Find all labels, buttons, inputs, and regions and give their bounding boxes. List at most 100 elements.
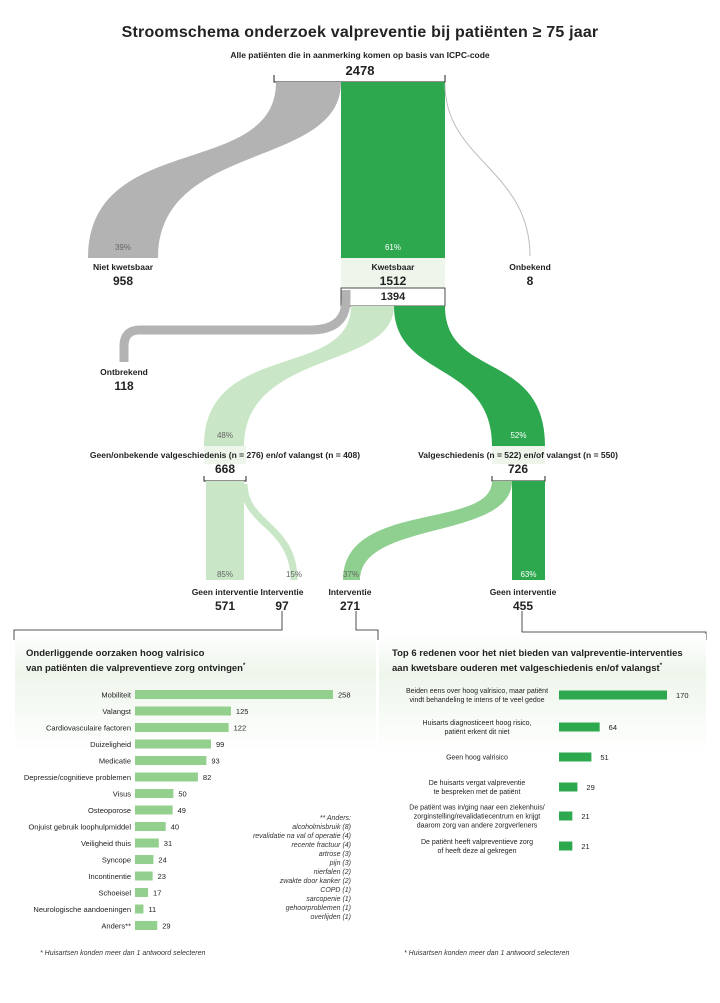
left-footnote: * Huisartsen konden meer dan 1 antwoord … [40, 950, 206, 957]
node-ontbrekend-value: 118 [114, 379, 134, 393]
other-item: COPD (1) [320, 887, 351, 894]
right-bar [559, 690, 667, 700]
left-panel-title-mark: * [242, 663, 246, 669]
left-bar-label: Cardiovasculaire factoren [46, 724, 131, 733]
flow-ontbrekend [119, 290, 351, 362]
left-panel-title-line1: Onderliggende oorzaken hoog valrisico [26, 648, 205, 659]
left-bar-label: Medicatie [99, 757, 131, 766]
pct-kwetsbaar: 61% [384, 243, 401, 252]
node-ontbrekend-label: Ontbrekend [100, 367, 148, 377]
node-geen-interventie-2-label: Geen interventie [489, 587, 557, 597]
node-interventie-1-value: 97 [275, 599, 289, 613]
leader-right [521, 611, 707, 640]
left-bar-value: 49 [178, 806, 186, 815]
pct-interventie-2: 37% [342, 570, 359, 579]
right-bar-label: Huisarts diagnosticeert hoog risico,pati… [423, 720, 532, 736]
node-interventie-2-label: Interventie [328, 587, 372, 597]
other-item: recente fractuur (4) [291, 842, 351, 849]
left-bar-label: Osteoporose [88, 806, 131, 815]
node-kwetsbaar-sub-value: 1394 [380, 291, 406, 303]
left-bar [135, 921, 158, 930]
flow-geen-valgeschiedenis [204, 306, 394, 446]
node-niet-kwetsbaar-label: Niet kwetsbaar [93, 262, 153, 272]
left-bar-value: 29 [162, 922, 170, 931]
other-item: zwakte door kanker (2) [279, 878, 351, 885]
node-kwetsbaar-value: 1512 [379, 274, 407, 288]
right-bar-value: 21 [581, 842, 589, 851]
flow-geen-interventie-2 [512, 481, 545, 580]
right-bar-label: De patiënt was in/ging naar een ziekenhu… [409, 805, 544, 830]
left-bar-label: Syncope [102, 856, 131, 865]
other-item: revalidatie na val of operatie (4) [252, 833, 351, 840]
left-bar [135, 706, 231, 716]
left-bar-label: Veiligheid thuis [81, 839, 131, 848]
left-bar-label: Incontinentie [88, 872, 131, 881]
right-bar [559, 811, 573, 821]
left-bar-value: 17 [153, 889, 161, 898]
pct-geen-valgeschiedenis: 48% [216, 431, 233, 440]
left-bar-value: 11 [148, 905, 156, 914]
left-bar-value: 50 [178, 790, 186, 799]
other-item: alcoholmisbruik (8) [292, 824, 351, 831]
node-geen-interventie-1-label: Geen interventie [191, 587, 259, 597]
left-bar [135, 855, 154, 864]
flow-niet-kwetsbaar [88, 82, 341, 258]
left-bar-value: 82 [203, 773, 211, 782]
node-valgeschiedenis-value: 726 [507, 462, 529, 476]
node-interventie-1-label: Interventie [260, 587, 304, 597]
left-bar-value: 99 [216, 740, 224, 749]
left-bar-label: Onjuist gebruik loophulpmiddel [28, 823, 131, 832]
right-bar [559, 752, 592, 762]
pct-valgeschiedenis: 52% [510, 431, 527, 440]
flow-diagram [13, 75, 707, 640]
right-panel-title-mark: * [659, 663, 663, 669]
node-kwetsbaar-label: Kwetsbaar [371, 262, 415, 272]
left-bar [135, 723, 229, 732]
left-bar [135, 904, 144, 914]
left-bar [135, 739, 211, 749]
left-bar-value: 23 [158, 872, 166, 881]
right-panel-title-line1: Top 6 redenen voor het niet bieden van v… [392, 648, 683, 659]
right-bar-value: 29 [586, 783, 594, 792]
flow-interventie-2 [343, 481, 512, 580]
other-item: pijn (3) [329, 860, 351, 867]
left-bar-label: Duizeligheid [90, 740, 131, 749]
left-bar-label: Mobiliteit [101, 691, 132, 700]
left-panel-title: Onderliggende oorzaken hoog valrisico va… [26, 648, 366, 675]
other-list: ** Anders: alcoholmisbruik (8) revalidati… [215, 814, 351, 922]
left-bar [135, 805, 173, 815]
right-bar [559, 722, 600, 732]
flow-interventie-1 [240, 483, 298, 581]
flow-geen-interventie-1 [206, 481, 244, 580]
leader-left [13, 611, 283, 640]
right-bar-value: 170 [676, 691, 689, 700]
root-label: Alle patiënten die in aanmerking komen o… [230, 50, 490, 60]
left-bar-value: 258 [338, 691, 351, 700]
left-bar [135, 690, 333, 699]
other-item: artrose (3) [318, 851, 351, 858]
left-bar-label: Visus [113, 790, 131, 799]
right-bar-chart: Beiden eens over hoog valrisico, maar pa… [406, 688, 689, 855]
left-bar [135, 871, 153, 881]
geen-valgeschiedenis-band [204, 446, 246, 464]
left-bar-label: Depressie/cognitieve problemen [24, 773, 131, 782]
root-bracket [273, 75, 446, 83]
left-panel-title-line2: van patiënten die valpreventieve zorg on… [26, 663, 243, 675]
other-title: ** Anders: [319, 815, 351, 822]
right-footnote: * Huisartsen konden meer dan 1 antwoord … [404, 950, 570, 957]
node-geen-interventie-2-value: 455 [512, 599, 534, 613]
node-valgeschiedenis-label: Valgeschiedenis (n = 522) en/of valangst… [418, 450, 618, 460]
right-panel-title-line2: aan kwetsbare ouderen met valgeschiedeni… [392, 663, 660, 675]
node-geen-valgeschiedenis-label: Geen/onbekende valgeschiedenis (n = 276)… [89, 450, 361, 460]
right-bar-label: Geen hoog valrisico [446, 755, 508, 762]
flow-valgeschiedenis [394, 306, 545, 446]
pct-geen-interventie-1: 85% [216, 570, 233, 579]
other-item: gehoorproblemen (1) [285, 905, 351, 912]
right-bar [559, 841, 573, 851]
left-bar-value: 122 [234, 724, 247, 733]
right-panel-title: Top 6 redenen voor het niet bieden van v… [392, 648, 704, 675]
right-bar [559, 782, 578, 792]
